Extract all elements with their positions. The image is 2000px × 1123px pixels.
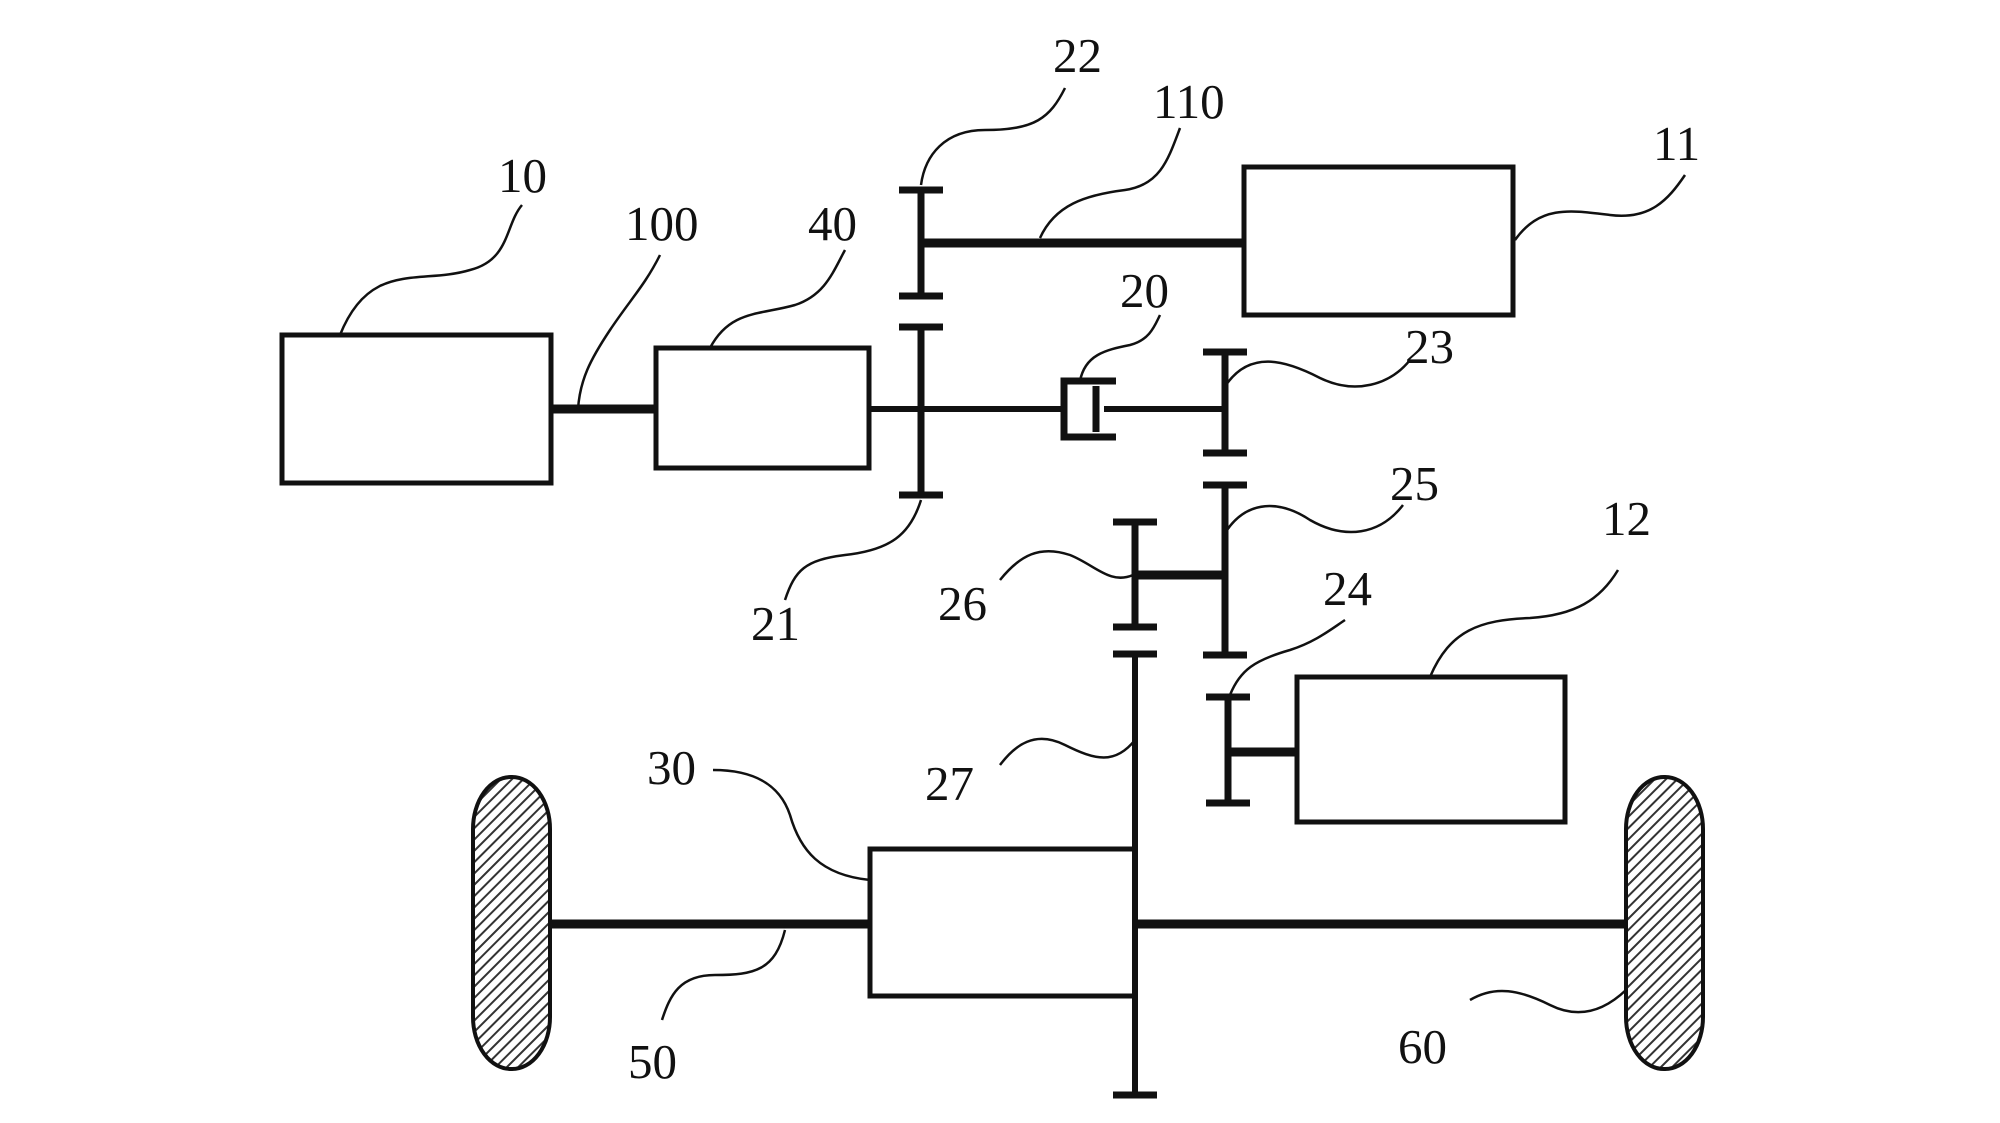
wheel-right [1624,775,1705,1071]
motor-box-11 [1241,164,1516,318]
label-23: 23 [1405,319,1454,374]
label-11: 11 [1653,116,1700,171]
label-26: 26 [938,576,987,631]
leader-12 [1428,569,1620,678]
leader-110 [1038,127,1182,239]
gear-25 [1203,481,1247,659]
leader-26 [999,550,1134,581]
leader-50 [660,929,787,1021]
label-27: 27 [925,756,974,811]
label-30: 30 [647,740,696,795]
leader-22 [919,87,1067,186]
motor-box-12 [1294,674,1568,825]
label-25: 25 [1390,456,1439,511]
leader-20 [1078,314,1162,382]
leader-21 [783,499,923,601]
wheel-left [471,775,552,1071]
leader-24 [1228,618,1346,696]
label-10: 10 [498,148,547,203]
leader-10 [338,204,523,336]
label-50: 50 [628,1034,677,1089]
engine-box-10 [279,332,554,486]
label-24: 24 [1323,561,1372,616]
label-22: 22 [1053,28,1102,83]
label-20: 20 [1120,263,1169,318]
gear-21 [899,323,943,499]
leader-30 [712,768,871,882]
leader-11 [1513,174,1687,241]
label-100: 100 [625,196,699,251]
component-box-40 [653,345,872,471]
gear-23 [1203,348,1247,457]
differential-box-30 [867,846,1138,999]
label-40: 40 [808,196,857,251]
leader-40 [708,249,847,349]
gear-22 [899,186,943,300]
leader-23 [1224,359,1411,388]
leader-27 [999,737,1136,766]
label-110: 110 [1153,74,1225,129]
leader-100 [576,254,662,410]
label-12: 12 [1602,491,1651,546]
gear-24 [1206,693,1250,807]
label-60: 60 [1398,1019,1447,1074]
leader-25 [1225,504,1404,534]
gear-26 [1113,518,1157,631]
clutch-20 [1060,377,1116,441]
label-21: 21 [751,596,800,651]
leader-60 [1469,989,1627,1014]
